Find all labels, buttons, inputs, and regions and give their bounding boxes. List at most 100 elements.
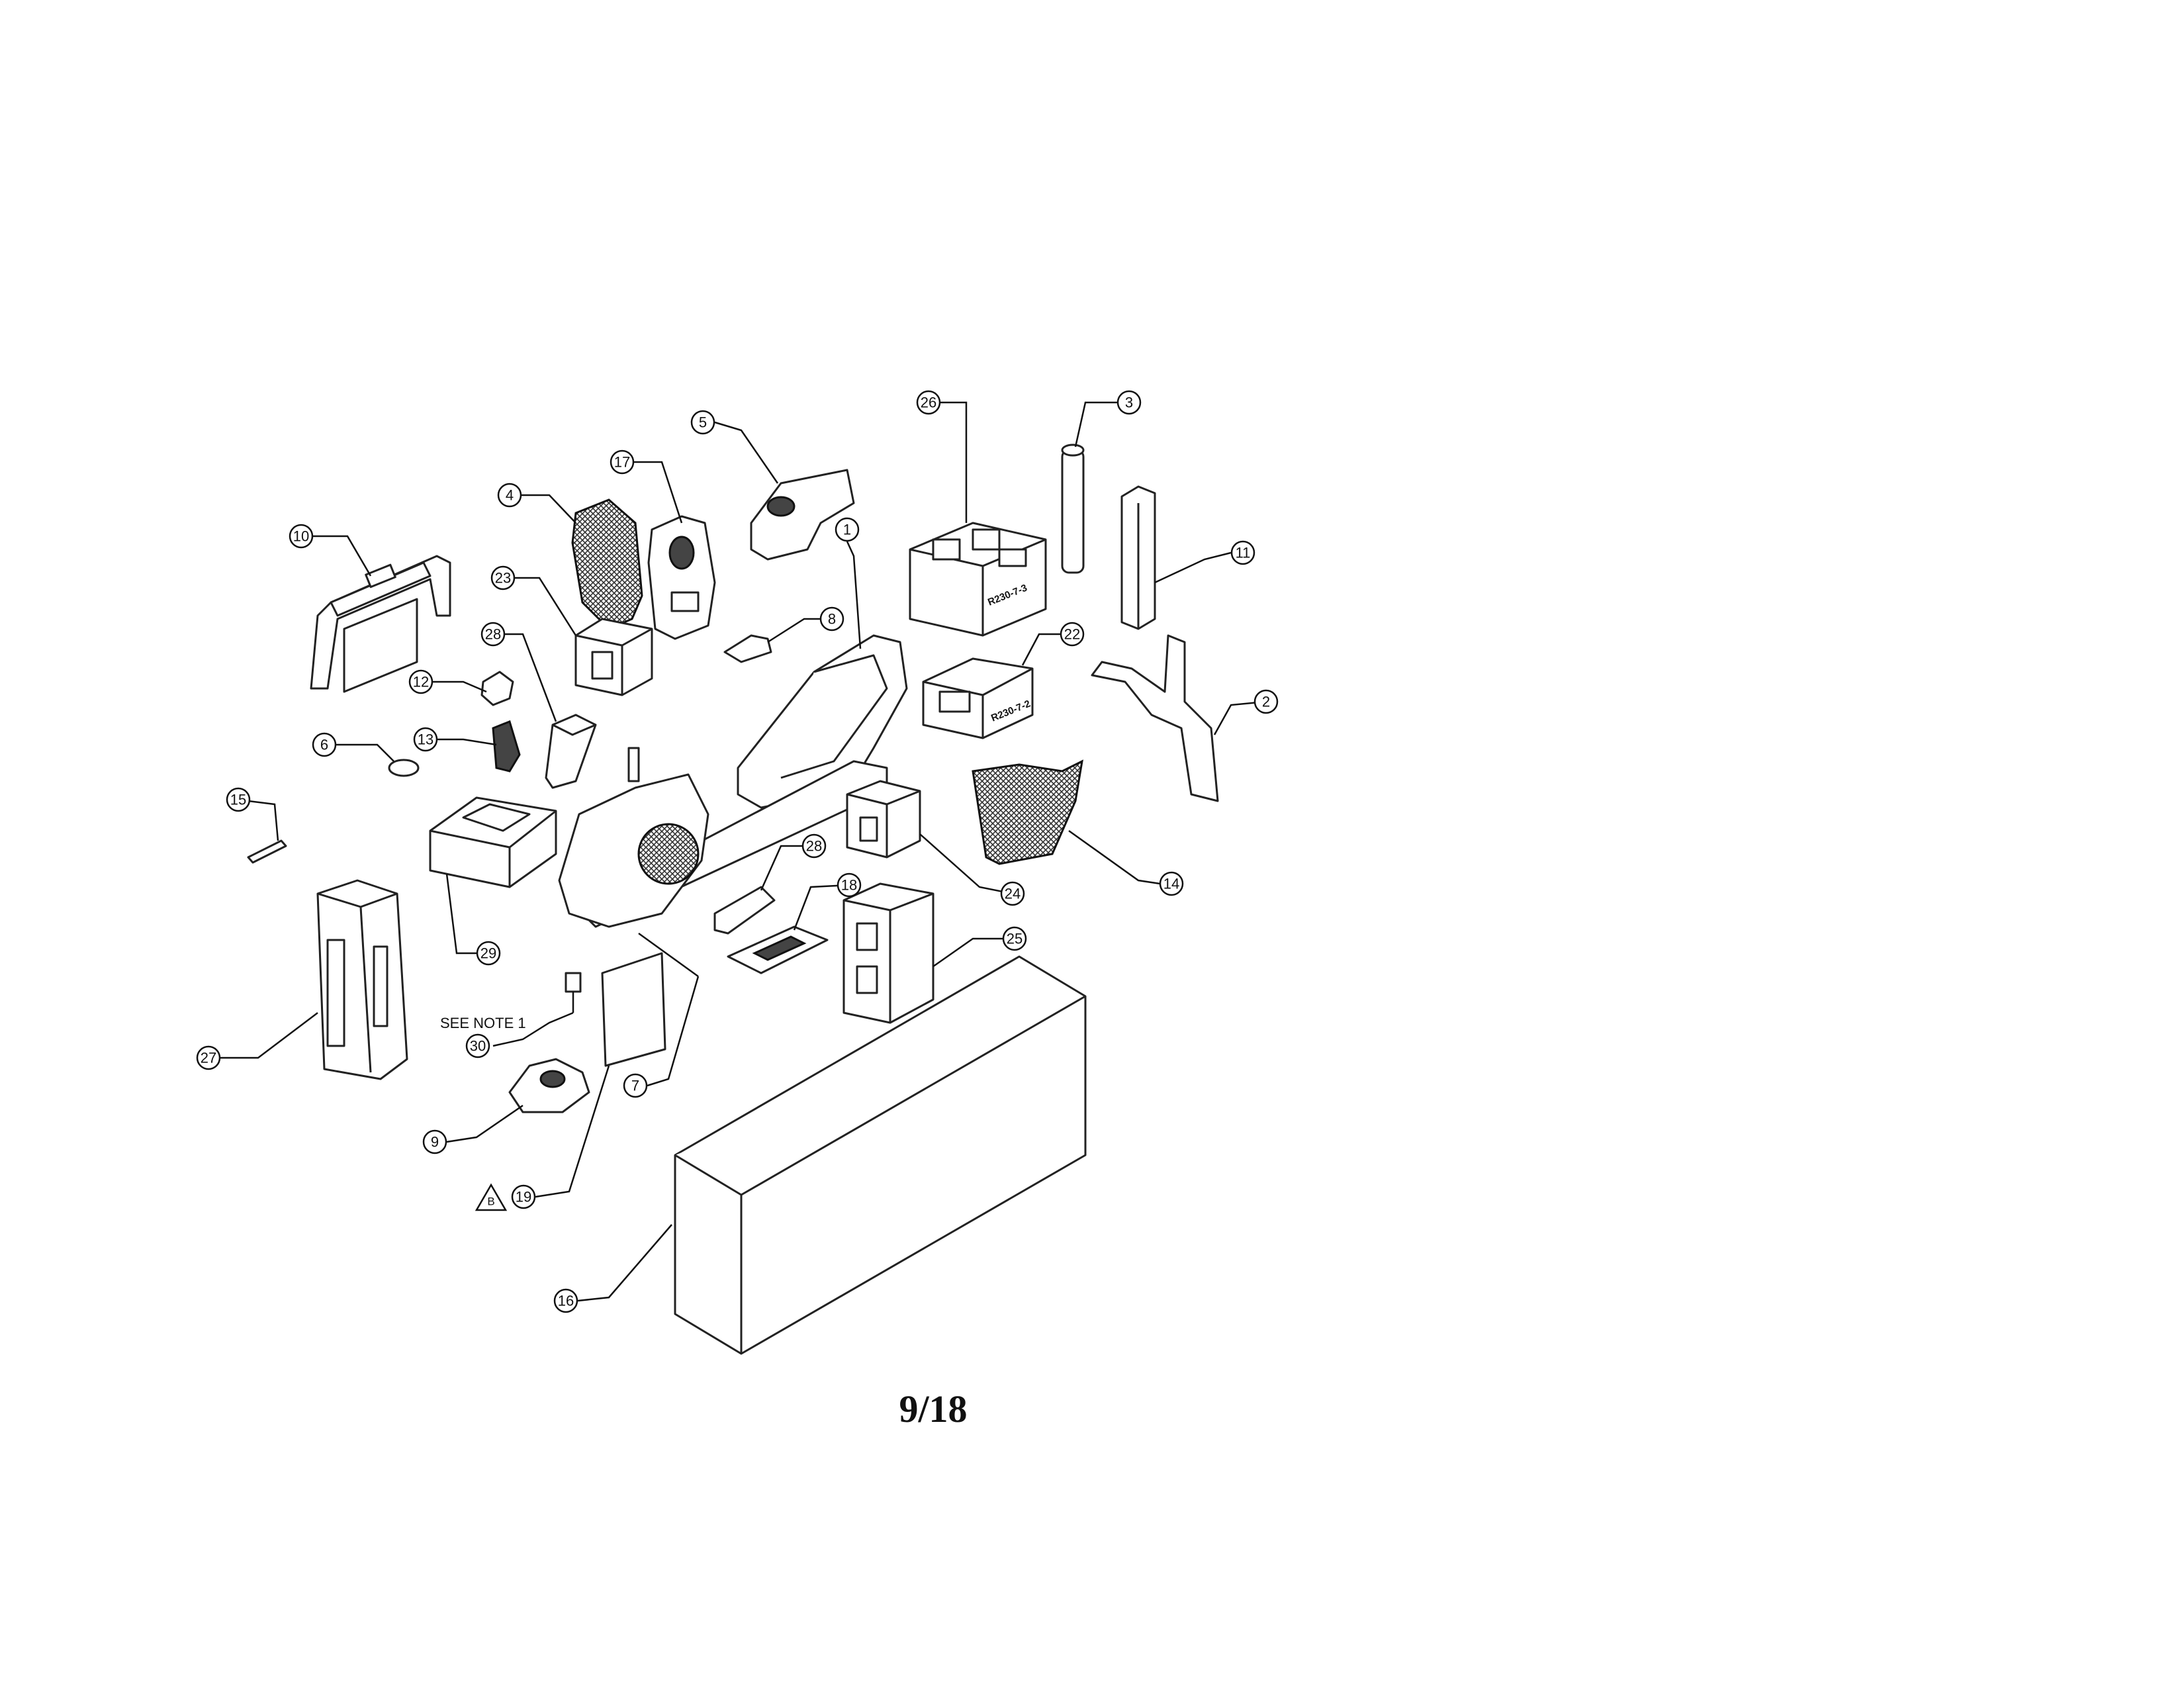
callout-27: 27 <box>196 1045 221 1070</box>
leader-6 <box>335 743 394 762</box>
callout-19: 19 <box>511 1184 536 1209</box>
callout-6: 6 <box>312 732 337 757</box>
part-11-square-tube <box>1120 485 1156 630</box>
callout-23-label: 23 <box>495 570 511 586</box>
leader-9 <box>446 1104 523 1143</box>
callout-8: 8 <box>819 606 844 632</box>
part-7-rod <box>638 932 699 978</box>
callout-29: 29 <box>476 941 501 966</box>
callout-28a-label: 28 <box>485 626 501 643</box>
callout-4: 4 <box>497 483 522 508</box>
callout-6-label: 6 <box>320 737 328 753</box>
leader-17 <box>633 461 683 524</box>
callout-17: 17 <box>610 449 635 475</box>
callout-28b: 28 <box>801 833 827 859</box>
callout-2: 2 <box>1253 689 1279 714</box>
callout-15: 15 <box>226 787 251 812</box>
callout-1-label: 1 <box>843 522 851 538</box>
part-4-pedal-plate <box>571 498 643 630</box>
callout-24-label: 24 <box>1005 886 1021 902</box>
leader-13 <box>437 738 497 746</box>
part-29-foam-tray <box>429 796 557 888</box>
callout-28b-label: 28 <box>806 838 822 855</box>
leader-7 <box>647 976 700 1087</box>
callout-25-label: 25 <box>1007 931 1023 947</box>
part-12-bracket <box>480 671 514 706</box>
leader-23 <box>513 577 577 636</box>
callout-30: 30 <box>465 1033 490 1058</box>
callout-7: 7 <box>623 1073 648 1098</box>
part-26-foam-insert: R230-7-3 <box>909 522 1047 637</box>
part-18-label-sheet <box>727 925 829 974</box>
leader-8 <box>767 618 821 643</box>
callout-30-label: 30 <box>470 1038 486 1055</box>
leader-27 <box>220 1012 318 1059</box>
part-22-foam-tray: R230-7-2 <box>922 657 1034 739</box>
callout-5-label: 5 <box>699 414 707 431</box>
part-28-carton-lower <box>713 886 776 935</box>
callout-10: 10 <box>289 524 314 549</box>
leader-16 <box>577 1224 672 1302</box>
callout-12-label: 12 <box>413 674 429 690</box>
callout-3: 3 <box>1116 390 1142 415</box>
callout-26-label: 26 <box>921 395 936 411</box>
flywheel-housing <box>558 747 709 928</box>
leader-10 <box>313 535 372 577</box>
revision-triangle: B <box>475 1183 508 1211</box>
callout-4-label: 4 <box>506 487 514 504</box>
callout-12: 12 <box>408 669 433 694</box>
leader-30 <box>492 1011 574 1047</box>
callout-11-label: 11 <box>1236 545 1251 561</box>
callout-27-label: 27 <box>201 1050 216 1066</box>
part-10-handlebar-frame <box>310 555 451 693</box>
callout-18: 18 <box>837 872 862 898</box>
part-8-clip <box>723 634 772 663</box>
callout-15-label: 15 <box>230 792 246 808</box>
callout-16: 16 <box>553 1288 578 1313</box>
leader-5 <box>714 421 779 484</box>
part-9-knob <box>508 1058 590 1113</box>
part-30-adapter <box>565 972 582 1013</box>
callout-18-label: 18 <box>841 877 857 894</box>
callout-17-label: 17 <box>614 454 630 471</box>
callout-25: 25 <box>1002 926 1027 951</box>
leader-14 <box>1068 829 1161 885</box>
part-13-clamp <box>492 720 521 773</box>
callout-16-label: 16 <box>558 1293 574 1309</box>
part-17-console <box>647 515 716 640</box>
callout-3-label: 3 <box>1125 395 1133 411</box>
leader-18 <box>793 884 850 931</box>
callout-9-label: 9 <box>431 1134 439 1150</box>
callout-1: 1 <box>835 517 860 542</box>
leader-3 <box>1074 401 1129 447</box>
leader-15 <box>248 800 279 841</box>
leader-29 <box>445 873 488 955</box>
callout-14-label: 14 <box>1163 876 1179 892</box>
revision-letter: B <box>487 1196 494 1208</box>
leader-lines <box>220 401 1267 1302</box>
callout-19-label: 19 <box>516 1189 531 1205</box>
part-6-washer <box>388 759 420 777</box>
part-23-foam-block <box>574 618 653 696</box>
part-5-handle-cover <box>750 469 855 561</box>
leader-26 <box>929 401 968 523</box>
callout-11: 11 <box>1230 540 1255 565</box>
callout-2-label: 2 <box>1262 694 1270 710</box>
callout-29-label: 29 <box>480 945 496 962</box>
callout-7-label: 7 <box>631 1078 639 1094</box>
part-2-tube-frame <box>1091 634 1219 802</box>
leader-19 <box>535 1065 610 1198</box>
callout-24: 24 <box>1000 881 1025 906</box>
part-15-pin <box>247 839 287 864</box>
callout-8-label: 8 <box>828 611 836 628</box>
callout-13-label: 13 <box>418 731 433 748</box>
callout-14: 14 <box>1159 871 1184 896</box>
callout-23: 23 <box>490 565 516 590</box>
part-28-carton-upper <box>545 714 597 789</box>
leader-4 <box>522 494 576 524</box>
callout-28a: 28 <box>480 622 506 647</box>
part-24-foam-block <box>846 780 921 859</box>
callout-22: 22 <box>1060 622 1085 647</box>
page-number: 9/18 <box>899 1387 967 1430</box>
